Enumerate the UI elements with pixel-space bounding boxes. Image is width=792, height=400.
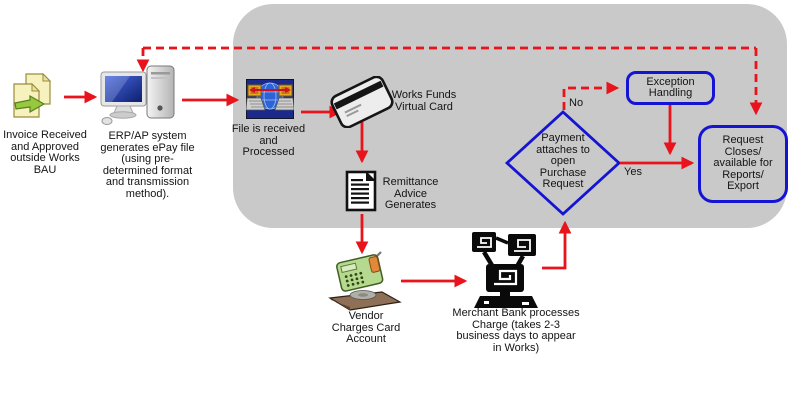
request-closes-box: Request Closes/ available for Reports/ E…: [698, 125, 788, 203]
network-transfer-icon: [246, 79, 294, 119]
no-edge-label: No: [569, 97, 584, 109]
virtual-card-label: Works Funds Virtual Card: [391, 89, 457, 113]
cash-register-icon: [328, 251, 402, 311]
exception-handling-label: Exception Handling: [646, 75, 695, 99]
documents-arrow-icon: [13, 72, 52, 118]
document-lines-icon: [345, 170, 377, 212]
erp-label: ERP/AP system generates ePay file (using…: [100, 130, 195, 200]
decision-label: Payment attaches to open Purchase Reques…: [536, 132, 590, 190]
exception-handling-box: Exception Handling: [626, 71, 715, 105]
yes-edge-label: Yes: [624, 166, 642, 178]
invoice-label: Invoice Received and Approved outside Wo…: [3, 129, 87, 176]
arrow-decision-no-to-exception: [562, 81, 620, 110]
vendor-label: Vendor Charges Card Account: [331, 310, 401, 345]
file-received-label: File is received and Processed: [231, 123, 306, 158]
remittance-label: Remittance Advice Generates: [382, 176, 439, 211]
decision-diamond: [504, 110, 622, 216]
merchant-label: Merchant Bank processes Charge (takes 2-…: [452, 307, 580, 354]
computer-network-icon: [472, 232, 538, 308]
arrow-merchant-to-decision: [542, 220, 572, 270]
process-panel: [233, 4, 787, 228]
desktop-computer-icon: [100, 65, 175, 125]
request-closes-label: Request Closes/ available for Reports/ E…: [713, 134, 773, 193]
